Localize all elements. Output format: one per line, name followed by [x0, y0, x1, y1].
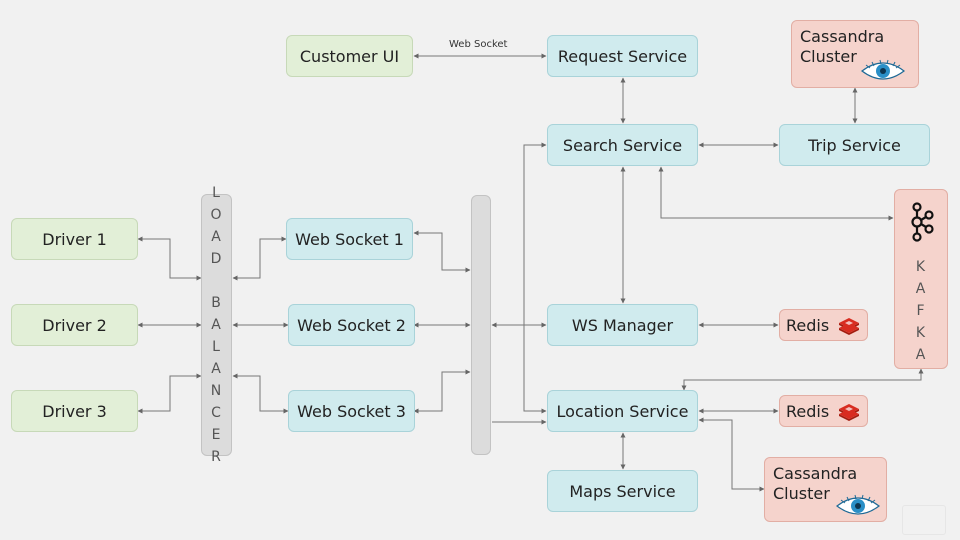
web-socket-3-node[interactable]: Web Socket 3	[288, 390, 415, 432]
load-balancer-letter: O	[210, 207, 223, 223]
web-socket-3-label: Web Socket 3	[297, 401, 406, 421]
edge-lb-ws3	[232, 373, 289, 414]
redis-2-label: Redis	[786, 401, 830, 421]
trip-service-label: Trip Service	[808, 135, 901, 155]
kafka-letter: K	[915, 259, 927, 275]
load-balancer-letter: L	[212, 185, 221, 201]
edge-location-cassandra	[698, 417, 765, 492]
load-balancer-letter: A	[211, 317, 222, 333]
ws-manager-node[interactable]: WS Manager	[547, 304, 698, 346]
load-balancer-letter: E	[211, 427, 222, 443]
edge-ws1-bus	[413, 230, 471, 273]
request-service-label: Request Service	[557, 46, 688, 66]
kafka-letter: K	[915, 325, 927, 341]
search-service-label: Search Service	[562, 135, 683, 155]
edge-kafka-location	[681, 368, 924, 391]
kafka-letter: A	[915, 347, 927, 363]
cassandra-eye-icon	[861, 59, 905, 80]
web-socket-1-node[interactable]: Web Socket 1	[286, 218, 413, 260]
maps-service-node[interactable]: Maps Service	[547, 470, 698, 512]
customer-ui-node[interactable]: Customer UI	[286, 35, 413, 77]
load-balancer-letter: B	[211, 295, 222, 311]
search-service-node[interactable]: Search Service	[547, 124, 698, 166]
location-service-node[interactable]: Location Service	[547, 390, 698, 432]
redis-icon	[839, 404, 860, 421]
driver-3-label: Driver 3	[42, 401, 107, 421]
driver-1-label: Driver 1	[42, 229, 107, 249]
load-balancer-letter: A	[211, 229, 222, 245]
kafka-letter: F	[916, 303, 926, 319]
connection-bus	[471, 195, 491, 455]
trip-service-node[interactable]: Trip Service	[779, 124, 930, 166]
cassandra-bottom-label: Cassandra Cluster	[773, 464, 858, 503]
edge-search-location-left	[523, 142, 547, 414]
redis-2-node[interactable]: Redis	[779, 395, 868, 427]
cassandra-cluster-bottom-node[interactable]: Cassandra Cluster	[764, 457, 887, 522]
load-balancer-letter: D	[210, 251, 223, 267]
edge-driver3-lb	[137, 373, 202, 414]
driver-3-node[interactable]: Driver 3	[11, 390, 138, 432]
cassandra-eye-icon	[836, 494, 880, 515]
edge-label-websocket: Web Socket	[449, 39, 508, 50]
web-socket-2-node[interactable]: Web Socket 2	[288, 304, 415, 346]
customer-ui-label: Customer UI	[299, 46, 400, 66]
location-service-label: Location Service	[556, 401, 689, 421]
maps-service-label: Maps Service	[569, 481, 676, 501]
redis-1-label: Redis	[786, 315, 830, 335]
kafka-letter: A	[915, 281, 927, 297]
load-balancer-letter: C	[211, 405, 222, 421]
cassandra-cluster-top-node[interactable]: Cassandra Cluster	[791, 20, 919, 88]
edge-ws3-bus	[413, 369, 471, 414]
cassandra-top-label: Cassandra Cluster	[800, 27, 885, 66]
redis-1-node[interactable]: Redis	[779, 309, 868, 341]
redis-icon	[839, 318, 860, 335]
kafka-icon	[911, 202, 934, 242]
load-balancer-letter: L	[212, 339, 221, 355]
driver-2-node[interactable]: Driver 2	[11, 304, 138, 346]
web-socket-1-label: Web Socket 1	[295, 229, 404, 249]
request-service-node[interactable]: Request Service	[547, 35, 698, 77]
load-balancer-letter: A	[211, 361, 222, 377]
load-balancer-letter: N	[210, 383, 223, 399]
ws-manager-label: WS Manager	[571, 315, 674, 335]
corner-placeholder	[902, 505, 946, 535]
edge-search-kafka	[658, 166, 894, 221]
load-balancer-letter: R	[211, 449, 222, 465]
edge-lb-ws1	[232, 236, 287, 281]
driver-2-label: Driver 2	[42, 315, 107, 335]
web-socket-2-label: Web Socket 2	[297, 315, 406, 335]
driver-1-node[interactable]: Driver 1	[11, 218, 138, 260]
edge-driver1-lb	[137, 236, 202, 281]
load-balancer-letter	[214, 270, 219, 292]
